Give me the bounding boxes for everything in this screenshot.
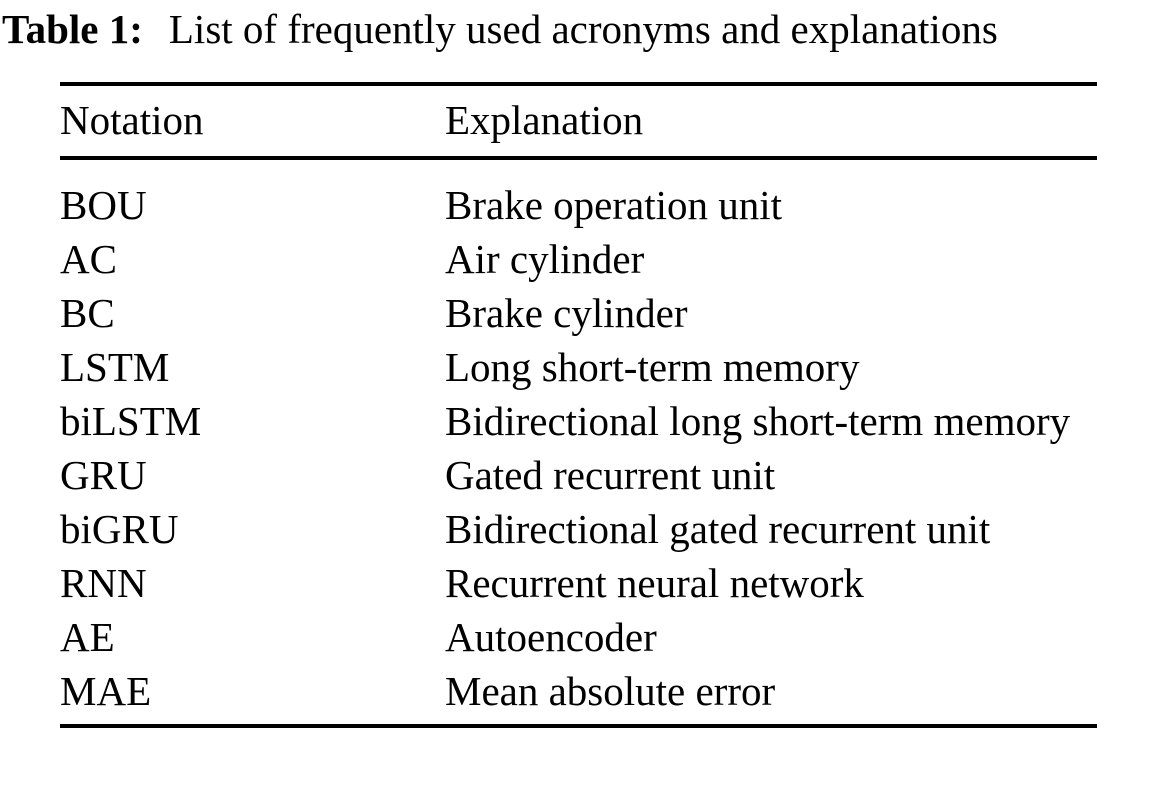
table-row: RNN Recurrent neural network bbox=[60, 556, 1097, 610]
explanation-cell: Brake operation unit bbox=[445, 182, 783, 228]
paper-table-figure: Table 1: List of frequently used acronyms… bbox=[0, 4, 1162, 728]
table-row: GRU Gated recurrent unit bbox=[60, 448, 1097, 502]
notation-cell: BC bbox=[60, 290, 115, 336]
table-row: MAE Mean absolute error bbox=[60, 664, 1097, 726]
header-row: Notation Explanation bbox=[60, 84, 1097, 160]
table-row: biLSTM Bidirectional long short-term memo… bbox=[60, 394, 1097, 448]
notation-cell: LSTM bbox=[60, 344, 170, 390]
explanation-cell: Autoencoder bbox=[445, 614, 657, 660]
explanation-cell: Mean absolute error bbox=[445, 668, 776, 714]
notation-cell: MAE bbox=[60, 668, 152, 714]
table-header: Notation Explanation bbox=[60, 84, 1097, 160]
explanation-cell: Air cylinder bbox=[445, 236, 645, 282]
notation-cell: biGRU bbox=[60, 506, 179, 552]
notation-cell: AE bbox=[60, 614, 115, 660]
explanation-cell: Gated recurrent unit bbox=[445, 452, 776, 498]
column-header-explanation: Explanation bbox=[445, 84, 1097, 160]
explanation-cell: Bidirectional long short-term memory bbox=[445, 398, 1071, 444]
column-header-notation: Notation bbox=[60, 84, 445, 160]
table-row: BOU Brake operation unit bbox=[60, 158, 1097, 232]
notation-cell: GRU bbox=[60, 452, 147, 498]
table-row: LSTM Long short-term memory bbox=[60, 340, 1097, 394]
notation-cell: RNN bbox=[60, 560, 147, 606]
table-caption: Table 1: List of frequently used acronyms… bbox=[2, 4, 1162, 54]
table-row: biGRU Bidirectional gated recurrent unit bbox=[60, 502, 1097, 556]
notation-cell: AC bbox=[60, 236, 117, 282]
acronym-table-container: Notation Explanation BOU Brake operation … bbox=[60, 82, 1097, 728]
explanation-cell: Brake cylinder bbox=[445, 290, 688, 336]
table-caption-label: Table 1: bbox=[2, 6, 143, 52]
explanation-cell: Long short-term memory bbox=[445, 344, 860, 390]
table-row: AC Air cylinder bbox=[60, 232, 1097, 286]
explanation-cell: Bidirectional gated recurrent unit bbox=[445, 506, 991, 552]
table-row: BC Brake cylinder bbox=[60, 286, 1097, 340]
table-row: AE Autoencoder bbox=[60, 610, 1097, 664]
acronym-table: Notation Explanation BOU Brake operation … bbox=[60, 82, 1097, 728]
explanation-cell: Recurrent neural network bbox=[445, 560, 864, 606]
notation-cell: biLSTM bbox=[60, 398, 202, 444]
table-caption-text: List of frequently used acronyms and exp… bbox=[168, 6, 998, 52]
notation-cell: BOU bbox=[60, 182, 147, 228]
